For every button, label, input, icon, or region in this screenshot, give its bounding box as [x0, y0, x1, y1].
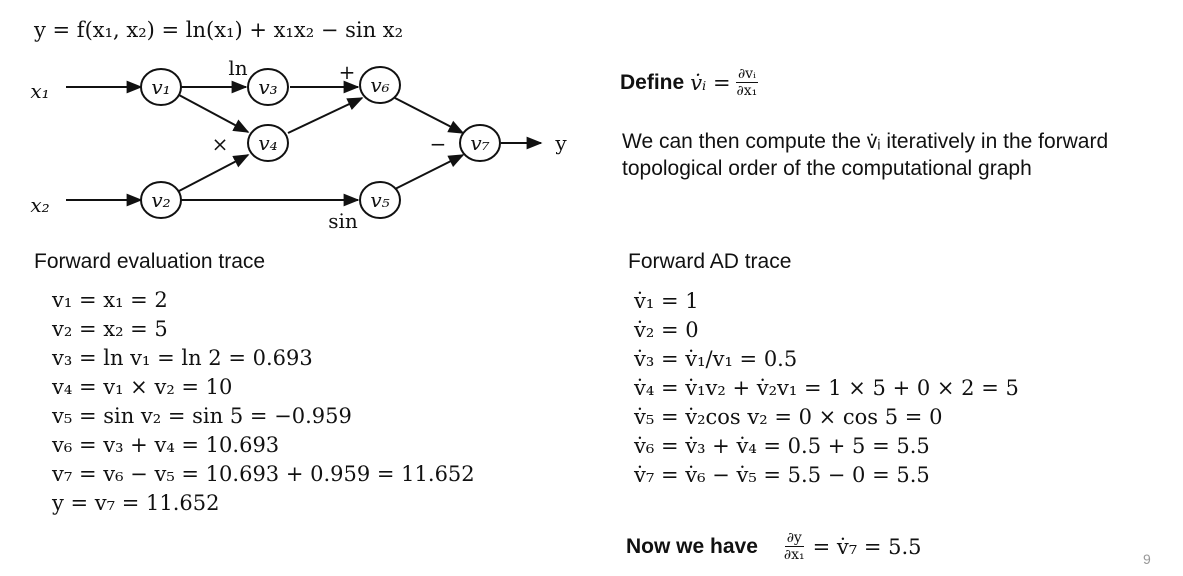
- forward-trace-line: v₇ = v₆ − v₅ = 10.693 + 0.959 = 11.652: [52, 462, 475, 486]
- forward-trace-line: v₅ = sin v₂ = sin 5 = −0.959: [52, 404, 352, 428]
- input-x2-label: x₂: [30, 193, 49, 217]
- conclusion-label: Now we have: [626, 534, 758, 558]
- ad-trace-line: v̇₄ = v̇₁v₂ + v̇₂v₁ = 1 × 5 + 0 × 2 = 5: [634, 376, 1019, 400]
- node-v2-circle: [140, 181, 182, 219]
- node-v3-label: v₃: [258, 75, 277, 99]
- node-v6-label: v₆: [370, 73, 389, 97]
- ad-trace-line: v̇₅ = v̇₂cos v₂ = 0 × cos 5 = 0: [634, 405, 943, 429]
- define-fraction: ∂vᵢ ∂x₁: [735, 66, 760, 99]
- page-number: 9: [1143, 551, 1151, 567]
- forward-trace-list: v₁ = x₁ = 2 v₂ = x₂ = 5 v₃ = ln v₁ = ln …: [52, 286, 475, 518]
- ad-trace-list: v̇₁ = 1 v̇₂ = 0 v̇₃ = v̇₁/v₁ = 0.5 v̇₄ =…: [634, 287, 1019, 490]
- node-v3-circle: [247, 68, 289, 106]
- define-numerator: ∂vᵢ: [735, 66, 758, 83]
- input-x1-label: x₁: [30, 79, 49, 103]
- conclusion-denominator: ∂x₁: [783, 547, 805, 563]
- forward-trace-line: v₃ = ln v₁ = ln 2 = 0.693: [52, 346, 313, 370]
- node-v1-label: v₁: [151, 75, 170, 99]
- node-v2-label: v₂: [151, 188, 170, 212]
- definition: Define v̇ᵢ = ∂vᵢ ∂x₁: [620, 66, 759, 99]
- explanation-text: We can then compute the v̇ᵢ iteratively …: [622, 130, 1109, 180]
- conclusion-rhs: = v̇₇ = 5.5: [812, 534, 922, 559]
- op-ln-label: ln: [228, 56, 247, 80]
- edge-v6-v7: [394, 97, 465, 134]
- conclusion-numerator: ∂y: [784, 530, 804, 547]
- ad-trace-line: v̇₂ = 0: [634, 318, 699, 342]
- op-sin-label: sin: [328, 209, 358, 233]
- define-lhs: v̇ᵢ =: [690, 70, 731, 95]
- edge-v4-v6: [287, 97, 364, 134]
- conclusion-fraction: ∂y ∂x₁: [782, 530, 807, 563]
- ad-trace-line: v̇₃ = v̇₁/v₁ = 0.5: [634, 347, 798, 371]
- node-v1-circle: [140, 68, 182, 106]
- node-v5-label: v₅: [370, 188, 389, 212]
- node-v7-circle: [459, 124, 501, 162]
- forward-trace-line: v₂ = x₂ = 5: [52, 317, 168, 341]
- node-v7-label: v₇: [470, 131, 489, 155]
- forward-trace-heading: Forward evaluation trace: [34, 250, 266, 273]
- op-minus-label: −: [430, 132, 447, 156]
- node-v4-label: v₄: [258, 131, 277, 155]
- forward-trace-line: v₆ = v₃ + v₄ = 10.693: [52, 433, 280, 457]
- forward-trace-line: v₄ = v₁ × v₂ = 10: [52, 375, 233, 399]
- node-v4-circle: [247, 124, 289, 162]
- edge-v5-v7: [394, 154, 465, 190]
- ad-trace-line: v̇₇ = v̇₆ − v̇₅ = 5.5 − 0 = 5.5: [634, 463, 930, 487]
- op-times-label: ×: [212, 132, 229, 156]
- edge-v2-v4: [178, 154, 250, 192]
- function-definition: y = f(x₁, x₂) = ln(x₁) + x₁x₂ − sin x₂: [34, 18, 404, 42]
- ad-trace-line: v̇₁ = 1: [634, 289, 699, 313]
- node-v5-circle: [359, 181, 401, 219]
- output-y-label: y: [554, 131, 567, 155]
- define-label: Define: [620, 70, 685, 94]
- define-denominator: ∂x₁: [736, 83, 758, 99]
- forward-trace-line: v₁ = x₁ = 2: [52, 288, 168, 312]
- forward-trace-line: y = v₇ = 11.652: [52, 491, 220, 515]
- edge-v1-v4: [178, 94, 250, 133]
- op-plus-label: +: [339, 60, 356, 84]
- computational-graph: v₁ v₂ v₃ v₄ v₅ v₆ v₇ x₁ x₂ ln + × − sin …: [30, 56, 567, 233]
- ad-trace-line: v̇₆ = v̇₃ + v̇₄ = 0.5 + 5 = 5.5: [634, 434, 930, 458]
- node-v6-circle: [359, 66, 401, 104]
- conclusion: Now we have ∂y ∂x₁ = v̇₇ = 5.5: [626, 530, 922, 563]
- ad-trace-heading: Forward AD trace: [628, 250, 792, 273]
